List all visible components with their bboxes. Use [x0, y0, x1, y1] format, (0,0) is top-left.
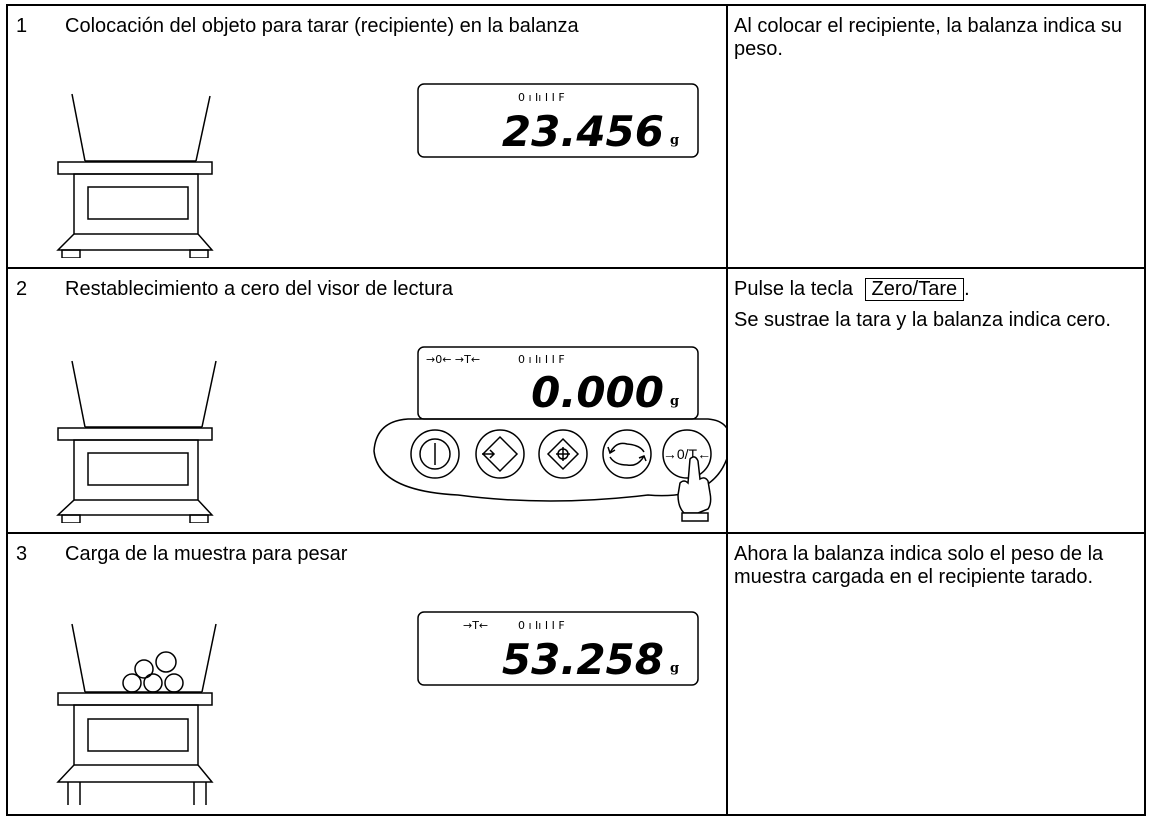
step-description: Al colocar el recipiente, la balanza ind…: [734, 15, 1122, 60]
step-2-figure: →0← →T← 0 ı Iı I I F 0.000 g: [56, 346, 726, 523]
step-row-2: 2 Restablecimiento a cero del visor de l…: [6, 267, 1146, 534]
keypad-panel: [373, 418, 726, 502]
step-heading: Restablecimiento a cero del visor de lec…: [65, 278, 453, 300]
step-1-figure: 0 ı Iı I I F 23.456 g: [56, 83, 699, 258]
step-2-description-cell: Pulse la tecla Zero/Tare. Se sustrae la …: [726, 267, 1146, 534]
lcd-ticks: 0 ı Iı I I F: [518, 353, 565, 366]
step-row-1: 1 Colocación del objeto para tarar (reci…: [6, 4, 1146, 269]
print-button[interactable]: [475, 429, 525, 479]
lcd-indicators: →0← →T←: [426, 353, 480, 366]
step-3-figure: →T← 0 ı Iı I I F 53.258 g: [56, 611, 699, 805]
step-3-description-cell: Ahora la balanza indica solo el peso de …: [726, 532, 1146, 816]
lcd-unit: g: [670, 661, 679, 676]
steps-table: 1 Colocación del objeto para tarar (reci…: [6, 4, 1146, 816]
step-description-line2: Se sustrae la tara y la balanza indica c…: [734, 309, 1111, 331]
step-number: 2: [16, 278, 28, 300]
step-number: 3: [16, 543, 28, 565]
balance-with-container-icon: [56, 93, 214, 258]
zero-tare-button[interactable]: →0/T←: [662, 429, 712, 479]
lcd-reading: 53.258: [502, 635, 664, 684]
mode-button[interactable]: [602, 429, 652, 479]
power-button[interactable]: [410, 429, 460, 479]
instruction-period: .: [964, 278, 970, 300]
lcd-indicators: →T←: [463, 619, 488, 632]
step-3-illustration-cell: 3 Carga de la muestra para pesar: [6, 532, 728, 816]
lcd-ticks: 0 ı Iı I I F: [518, 619, 565, 632]
zero-tare-key-label: Zero/Tare: [864, 278, 965, 301]
lcd-ticks: 0 ı Iı I I F: [518, 91, 565, 104]
pressing-finger-icon: [677, 456, 712, 522]
lcd-display: 0 ı Iı I I F 23.456 g: [417, 83, 699, 158]
instruction-text: Pulse la tecla: [734, 278, 853, 300]
balance-with-container-icon: [56, 360, 217, 523]
step-1-illustration-cell: 1 Colocación del objeto para tarar (reci…: [6, 4, 728, 269]
step-description: Pulse la tecla Zero/Tare.: [734, 278, 1144, 301]
step-heading: Carga de la muestra para pesar: [65, 543, 348, 565]
lcd-reading: 0.000: [531, 368, 664, 417]
step-2-illustration-cell: 2 Restablecimiento a cero del visor de l…: [6, 267, 728, 534]
sample-button[interactable]: [538, 429, 588, 479]
lcd-display: →0← →T← 0 ı Iı I I F 0.000 g: [417, 346, 699, 420]
lcd-unit: g: [670, 394, 679, 409]
step-row-3: 3 Carga de la muestra para pesar: [6, 532, 1146, 816]
balance-with-samples-icon: [56, 623, 217, 805]
step-heading: Colocación del objeto para tarar (recipi…: [65, 15, 579, 37]
step-description: Ahora la balanza indica solo el peso de …: [734, 543, 1104, 588]
step-number: 1: [16, 15, 28, 37]
step-1-description-cell: Al colocar el recipiente, la balanza ind…: [726, 4, 1146, 269]
lcd-unit: g: [670, 133, 679, 148]
zero-tare-button-label: →0/T←: [663, 446, 711, 462]
lcd-display: →T← 0 ı Iı I I F 53.258 g: [417, 611, 699, 686]
lcd-reading: 23.456: [502, 107, 664, 156]
